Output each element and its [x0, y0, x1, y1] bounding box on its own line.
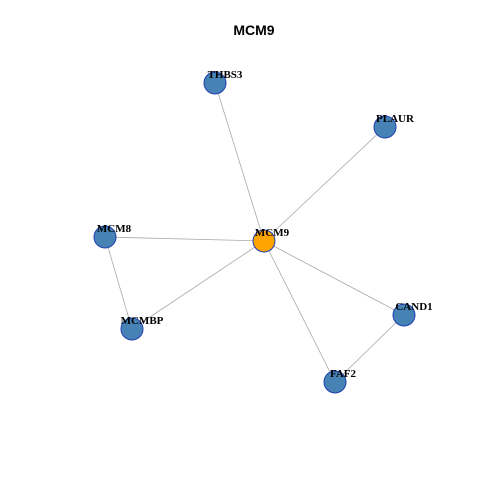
- edge-mcm9-mcmbp: [131, 240, 265, 330]
- node-layer: [93, 71, 416, 394]
- node-mcm9[interactable]: [252, 229, 276, 253]
- node-label-plaur: PLAUR: [376, 113, 415, 125]
- node-label-cand1: CAND1: [395, 301, 432, 313]
- node-label-mcm9: MCM9: [255, 227, 290, 239]
- node-label-thbs3: THBS3: [208, 69, 243, 81]
- node-plaur[interactable]: [373, 115, 397, 139]
- node-mcm8[interactable]: [93, 225, 117, 249]
- edge-mcm9-cand1: [263, 240, 405, 316]
- edge-mcm9-thbs3: [214, 82, 265, 242]
- node-thbs3[interactable]: [203, 71, 227, 95]
- edge-mcm8-mcmbp: [104, 236, 133, 330]
- edge-mcm9-faf2: [263, 240, 336, 383]
- diagram-title: MCM9: [233, 22, 274, 38]
- node-cand1[interactable]: [392, 303, 416, 327]
- node-faf2[interactable]: [323, 370, 347, 394]
- edge-mcm9-plaur: [263, 126, 386, 242]
- node-label-mcm8: MCM8: [97, 223, 132, 235]
- node-mcmbp[interactable]: [120, 317, 144, 341]
- edge-cand1-faf2: [334, 314, 405, 383]
- edge-layer: [104, 82, 405, 383]
- node-label-faf2: FAF2: [330, 368, 357, 380]
- edge-mcm9-mcm8: [104, 236, 265, 242]
- node-label-mcmbp: MCMBP: [121, 315, 164, 327]
